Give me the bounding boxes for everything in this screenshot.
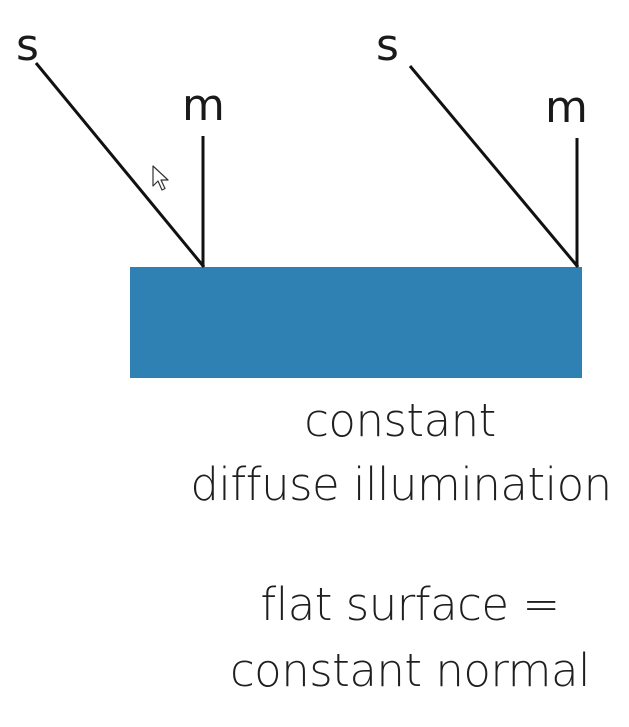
right-source-label: s [376, 20, 399, 71]
mouse-pointer-icon [152, 165, 169, 191]
left-source-vector [34, 62, 206, 268]
right-normal-label: m [545, 82, 588, 133]
right-source-vector [408, 65, 580, 268]
flat-surface [130, 267, 582, 378]
caption-line-flat-surface: flat surface = [260, 578, 560, 631]
left-normal-label: m [182, 80, 225, 131]
caption-line-constant-normal: constant normal [229, 644, 591, 697]
left-source-label: s [16, 20, 39, 71]
caption-line-constant: constant [304, 394, 496, 447]
caption-line-diffuse-illumination: diffuse illumination [190, 458, 612, 511]
